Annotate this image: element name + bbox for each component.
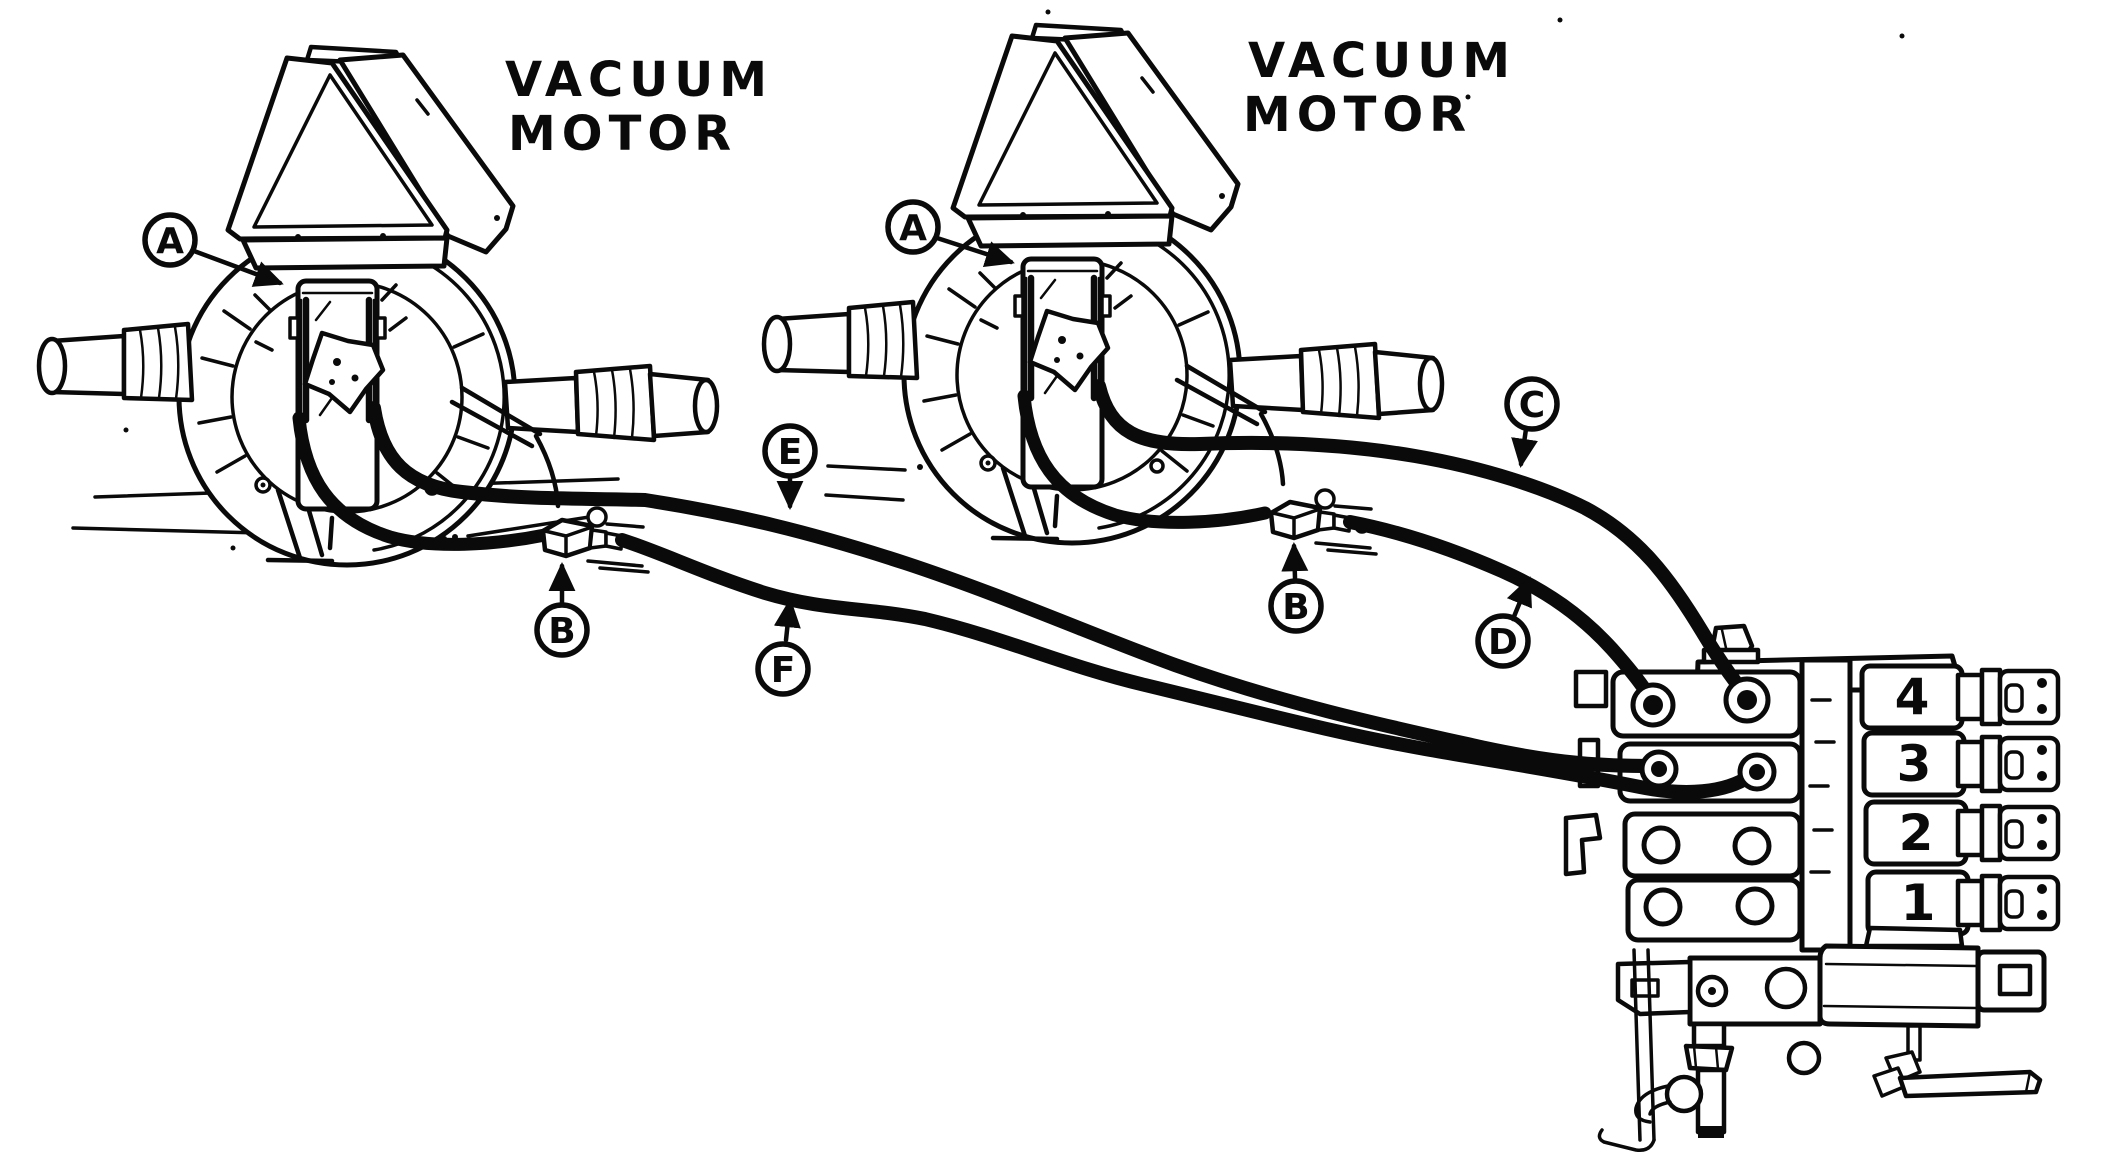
hose-f xyxy=(615,533,1757,799)
port-row4-right xyxy=(1735,886,1775,926)
callout-arrow-c xyxy=(1511,426,1538,469)
connector-row-1 xyxy=(1955,873,2061,933)
bottom-manifold xyxy=(1817,925,2047,1029)
callout-e: E xyxy=(762,423,818,511)
left-tabs xyxy=(1563,669,1656,1153)
valve-section-2: 2 xyxy=(1863,799,1969,867)
port-label-2: 2 xyxy=(1899,804,1934,862)
callout-letter-c: C xyxy=(1519,385,1545,426)
port-row4-left xyxy=(1643,887,1683,927)
motor-label-right: VACUUM MOTOR xyxy=(1243,33,1516,143)
port-row3-right xyxy=(1732,826,1772,866)
valve-section-1: 1 xyxy=(1865,869,1971,937)
hose-c xyxy=(1092,379,1753,704)
scan-specks xyxy=(123,9,1905,551)
hose-right-motor-to-fitting xyxy=(1017,389,1272,529)
callout-letter-b-left: B xyxy=(548,611,575,652)
callout-letter-b-right: B xyxy=(1282,587,1309,628)
callout-arrow-d xyxy=(1506,576,1532,622)
port-label-1: 1 xyxy=(1901,874,1936,932)
callout-letter-a-right: A xyxy=(899,208,927,249)
valve-ports xyxy=(1630,676,1777,927)
callout-a-right: A xyxy=(885,199,1015,268)
callout-arrow-f xyxy=(773,597,801,643)
callout-a-left: A xyxy=(142,212,284,287)
valve-section-3: 3 xyxy=(1861,730,1967,798)
callout-c: C xyxy=(1504,376,1560,469)
callout-arrow-a-right xyxy=(934,235,1015,268)
motor-label-right-line2: MOTOR xyxy=(1243,87,1472,143)
port-label-4: 4 xyxy=(1895,668,1930,726)
connector-row-3 xyxy=(1955,734,2061,794)
hose-d xyxy=(1343,515,1659,709)
valve-spine xyxy=(1799,657,1853,953)
callout-letter-d: D xyxy=(1488,622,1518,663)
callout-d: D xyxy=(1475,576,1532,669)
callout-f: F xyxy=(755,597,811,697)
callout-letter-e: E xyxy=(778,432,803,473)
callout-letter-f: F xyxy=(771,650,796,691)
elbow-fitting xyxy=(1872,1024,2043,1099)
callout-arrow-b-right xyxy=(1281,541,1309,581)
callout-b-left: B xyxy=(534,561,590,658)
motor-label-left-line1: VACUUM xyxy=(505,52,773,108)
valve-section-4: 4 xyxy=(1859,663,1965,731)
connector-row-4 xyxy=(1955,667,2061,727)
hose-e xyxy=(367,401,1659,773)
drain-fitting xyxy=(1634,1021,1822,1138)
connector-row-2 xyxy=(1955,803,2061,863)
motor-label-right-line1: VACUUM xyxy=(1248,33,1516,89)
callout-arrow-a-left xyxy=(191,248,284,287)
hose-left-motor-to-fitting xyxy=(292,411,552,551)
port-row3-left xyxy=(1641,825,1681,865)
callout-letter-a-left: A xyxy=(156,221,184,262)
motor-label-left: VACUUM MOTOR xyxy=(505,52,773,162)
callout-b-right: B xyxy=(1268,541,1324,634)
port-label-3: 3 xyxy=(1897,735,1932,793)
motor-label-left-line2: MOTOR xyxy=(508,106,737,162)
